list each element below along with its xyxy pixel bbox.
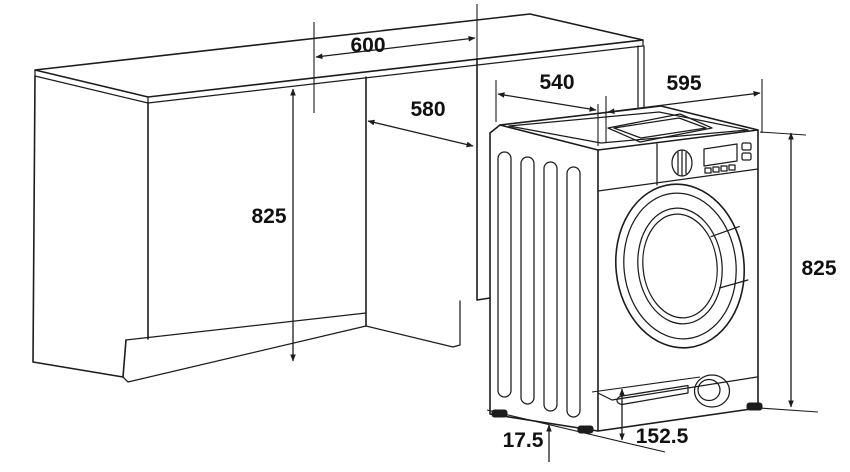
foot [746,402,763,411]
filter-cap-outer [693,374,731,408]
dimension-annotations: 600 580 825 540 595 [251,4,837,462]
dim-plinth-height: 152.5 [591,376,701,448]
dim-label-595: 595 [666,72,701,95]
vent-slot [520,156,535,405]
counter-right-support [637,45,645,109]
washer-lid-recess-inner [613,117,707,139]
panel-button [712,166,720,173]
washer-side-panel [489,124,599,432]
vent-slot [566,166,581,418]
panel-button [704,167,712,174]
washer-top-face [499,105,759,151]
vent-slot [497,151,512,398]
washer-plinth [597,374,758,408]
washer-front-face [597,129,759,432]
dim-machine-width: 595 [605,72,763,142]
dim-label-17-5: 17.5 [503,429,544,452]
niche-floor-edge [365,300,461,348]
dim-niche-height: 825 [251,88,296,362]
kick-slot [616,384,689,406]
ground-line [486,409,666,453]
dim-label-152-5: 152.5 [636,425,689,448]
dim-foot-height: 17.5 [503,424,552,462]
dim-machine-height: 825 [759,131,837,413]
side-vent-slots [497,151,581,418]
vent-slot [543,161,558,412]
dim-label-825-right: 825 [801,257,836,280]
control-panel-divider [597,168,759,192]
dim-machine-depth: 540 [495,71,599,146]
washer-top-inner-rim [508,111,749,144]
dim-label-600: 600 [350,34,385,57]
program-knob-icon [671,149,693,177]
dim-label-580: 580 [410,98,445,121]
washing-machine [486,105,763,453]
panel-button [720,165,728,172]
counter-cabinet [32,13,645,383]
plinth-top-edge [125,312,367,341]
filter-cap-inner [697,378,721,402]
porthole-door [614,183,749,349]
plinth-top-line [597,376,758,401]
dim-niche-width: 600 [313,4,478,113]
dim-niche-depth: 580 [367,98,474,148]
panel-button [728,164,736,171]
dim-label-540: 540 [539,71,574,94]
cabinet-side-panel [32,75,127,378]
option-button [741,142,752,151]
washer-lid-recess-outer [607,113,713,143]
display-screen [703,143,738,167]
panel-buttons [704,142,752,174]
niche-left-wall-front-edge [476,57,491,301]
plinth-bottom-edge [122,325,367,383]
dim-label-825-left: 825 [251,205,286,228]
option-button [741,152,752,161]
door-handle [710,225,749,289]
